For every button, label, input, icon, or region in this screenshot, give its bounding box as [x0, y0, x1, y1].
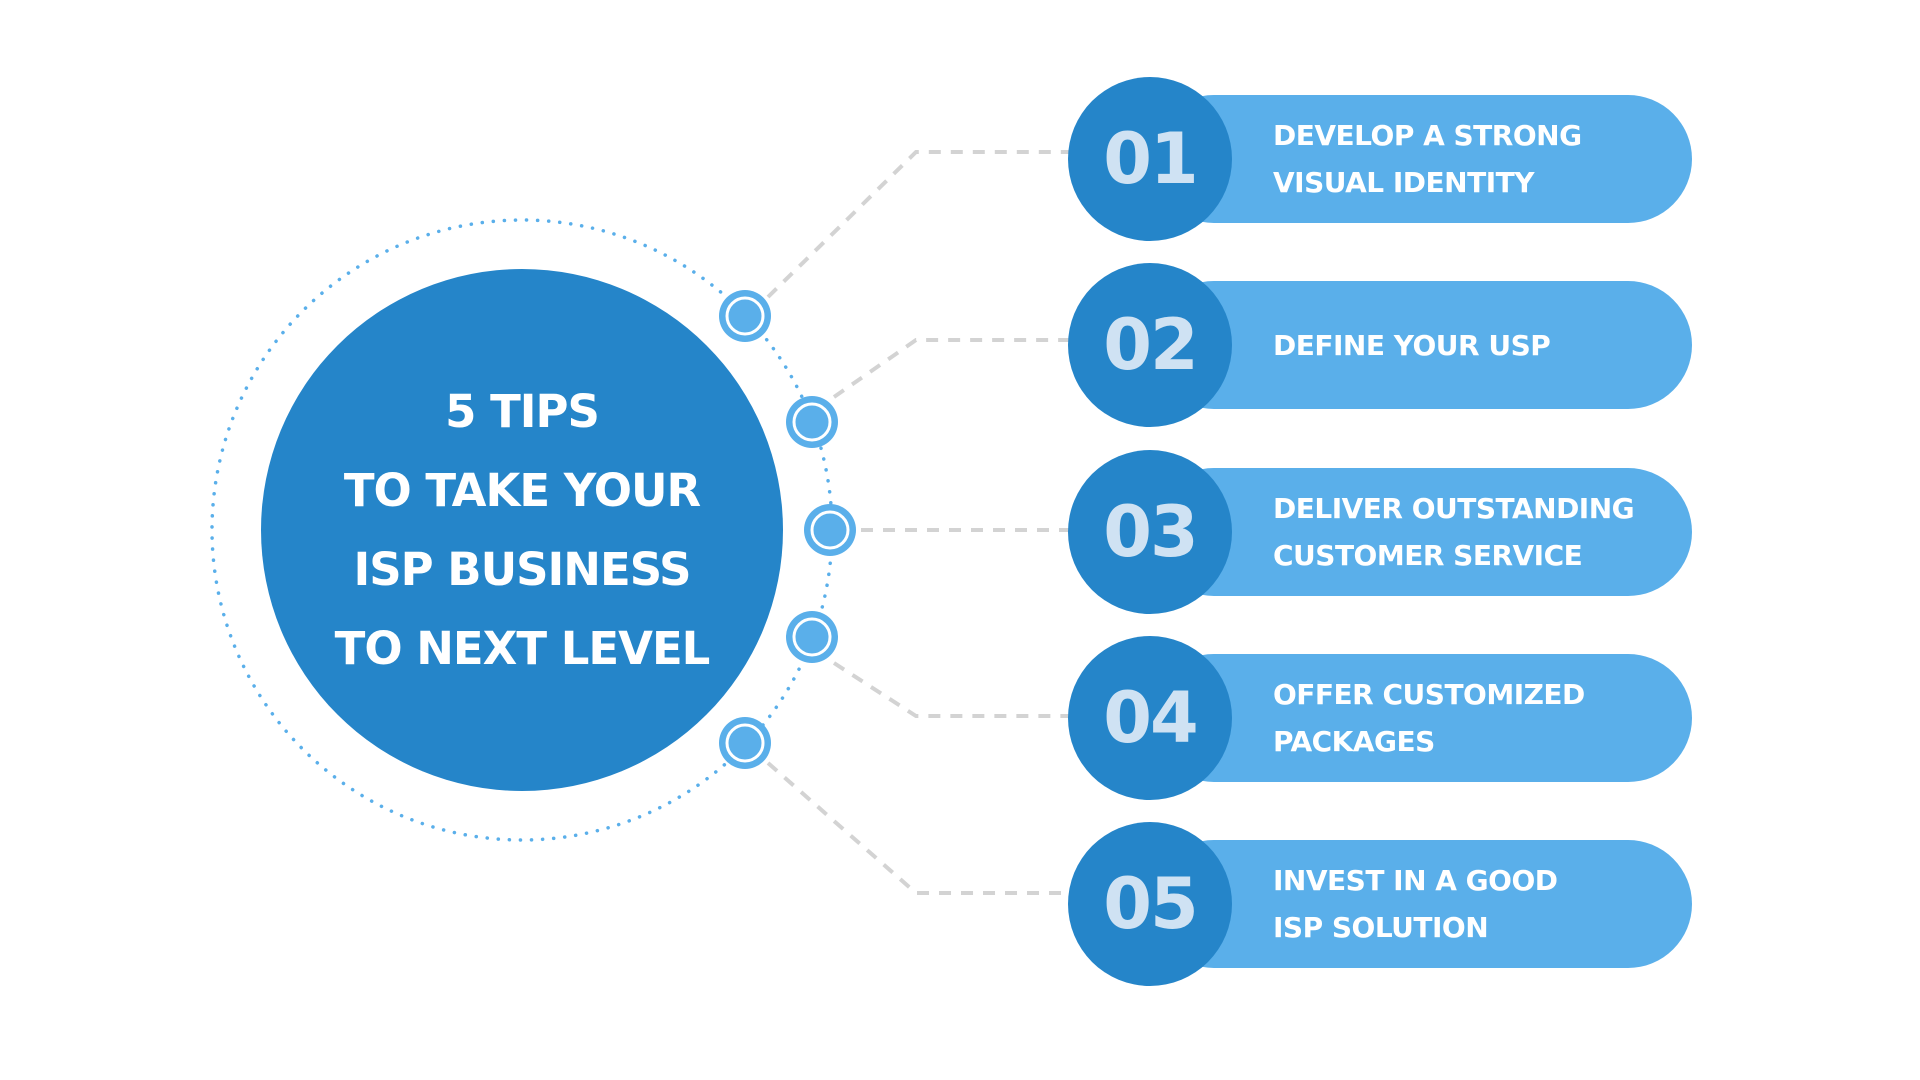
tip-2-text-line-1: DEFINE YOUR USP [1273, 328, 1551, 362]
tip-number-3: 03 [1103, 491, 1198, 573]
connector-node-2 [786, 396, 838, 448]
hub-title-line-1: 5 TIPS [445, 385, 600, 438]
tip-pill-3: DELIVER OUTSTANDING CUSTOMER SERVICE [1150, 468, 1692, 596]
tip-3-text-line-2: CUSTOMER SERVICE [1273, 539, 1583, 572]
tip-number-badge-5: 05 [1068, 822, 1232, 986]
tip-number-5: 05 [1103, 863, 1198, 945]
tip-pill-4: OFFER CUSTOMIZED PACKAGES [1150, 654, 1692, 782]
connector-node-3 [804, 504, 856, 556]
hub-title-line-3: ISP BUSINESS [353, 543, 692, 596]
tip-number-badge-2: 02 [1068, 263, 1232, 427]
central-hub-circle: 5 TIPS TO TAKE YOUR ISP BUSINESS TO NEXT… [261, 269, 783, 791]
tip-number-1: 01 [1103, 118, 1198, 200]
connector-line-2 [832, 338, 1070, 399]
hub-title-line-2: TO TAKE YOUR [343, 464, 701, 517]
tip-number-2: 02 [1103, 304, 1198, 386]
connector-node-4 [786, 611, 838, 663]
tip-pill-2: DEFINE YOUR USP [1150, 281, 1692, 409]
tip-4-text-line-2: PACKAGES [1273, 725, 1435, 758]
tip-3-text-line-1: DELIVER OUTSTANDING [1273, 492, 1635, 525]
tip-number-badge-3: 03 [1068, 450, 1232, 614]
connector-node-5 [719, 717, 771, 769]
tip-4-text-line-1: OFFER CUSTOMIZED [1273, 678, 1585, 711]
hub-title-line-4: TO NEXT LEVEL [334, 622, 711, 675]
connector-node-1 [719, 290, 771, 342]
tip-1-text-line-2: VISUAL IDENTITY [1273, 166, 1535, 199]
tip-5-text-line-2: ISP SOLUTION [1273, 911, 1489, 944]
tip-5-text-line-1: INVEST IN A GOOD [1273, 864, 1558, 897]
tip-pill-1: DEVELOP A STRONG VISUAL IDENTITY [1150, 95, 1692, 223]
connector-line-1 [766, 150, 1070, 299]
tip-number-4: 04 [1103, 677, 1198, 759]
connector-line-4 [832, 661, 1070, 718]
tip-number-badge-1: 01 [1068, 77, 1232, 241]
tip-number-badge-4: 04 [1068, 636, 1232, 800]
tip-1-text-line-1: DEVELOP A STRONG [1273, 119, 1582, 152]
tip-pill-5: INVEST IN A GOOD ISP SOLUTION [1150, 840, 1692, 968]
connector-line-5 [766, 761, 1070, 895]
